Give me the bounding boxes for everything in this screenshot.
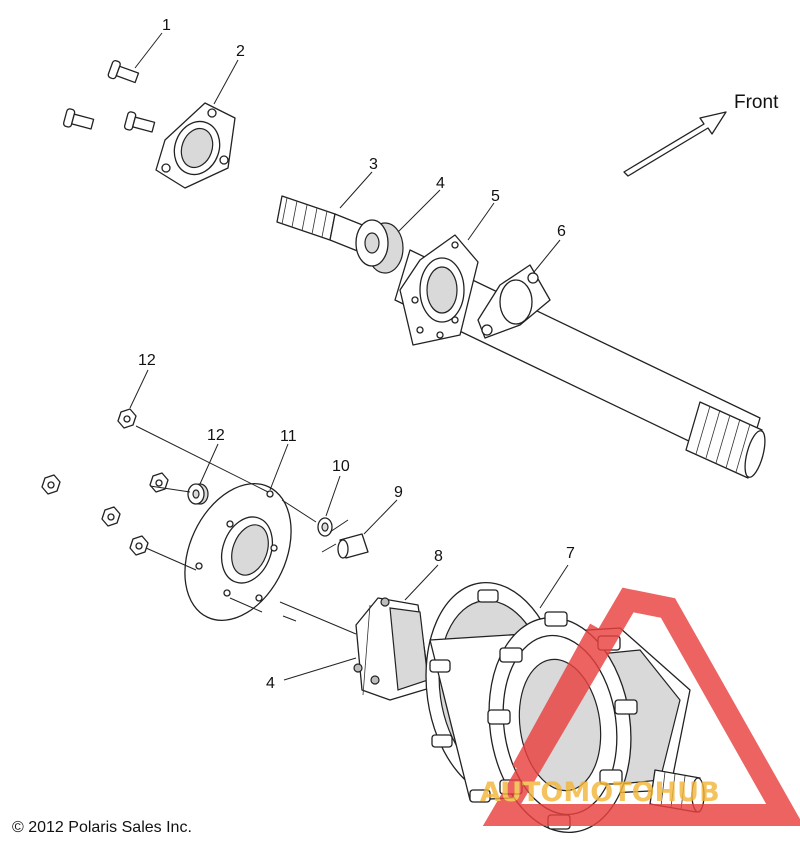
washer-part-10 — [317, 517, 333, 537]
automotohub-logo-icon: AUTOMOTOHUB — [480, 587, 800, 826]
bearing-housing-part-5 — [399, 234, 479, 346]
callout-11: 11 — [280, 428, 297, 445]
bearing-housing-part-8 — [353, 597, 431, 701]
callout-5: 5 — [491, 188, 500, 205]
callout-12-upper: 12 — [138, 352, 156, 369]
bearing-part-4 — [355, 219, 404, 274]
callout-6: 6 — [557, 223, 566, 240]
callout-labels: 1 2 3 4 5 6 12 12 11 10 9 8 7 4 — [138, 17, 575, 692]
callout-leaders — [129, 32, 569, 681]
drive-shaft-part-3 — [276, 195, 766, 479]
front-label: Front — [734, 92, 779, 113]
callout-4-lower: 4 — [266, 675, 275, 692]
front-direction-arrow — [623, 111, 727, 177]
callout-7: 7 — [566, 545, 575, 562]
callout-2: 2 — [236, 43, 245, 60]
copyright-text: © 2012 Polaris Sales Inc. — [12, 819, 192, 836]
nut-part-12 — [41, 408, 169, 556]
callout-12-lower: 12 — [207, 427, 225, 444]
callout-4-upper: 4 — [436, 175, 445, 192]
flange-part-6 — [477, 264, 551, 339]
spacer-part-12 — [187, 483, 209, 505]
callout-9: 9 — [394, 484, 403, 501]
callout-8: 8 — [434, 548, 443, 565]
bearing-plate-part-11 — [184, 483, 292, 621]
flange-plate-part-2 — [155, 102, 236, 189]
bolt-part-1 — [62, 60, 156, 133]
callout-10: 10 — [332, 458, 350, 475]
callout-3: 3 — [369, 156, 378, 173]
pin-part-9 — [337, 533, 369, 559]
assembly-lines — [135, 425, 357, 635]
callout-1: 1 — [162, 17, 171, 34]
watermark-text: AUTOMOTOHUB — [480, 777, 720, 808]
